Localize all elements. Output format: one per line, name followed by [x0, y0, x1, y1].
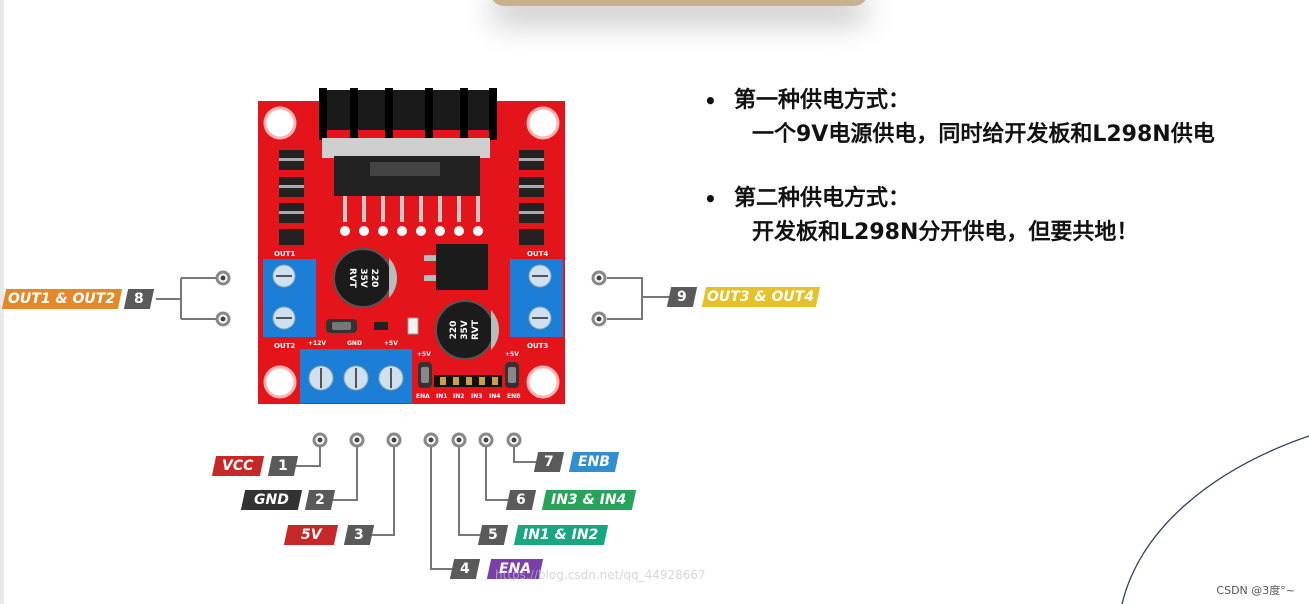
cap-right-text-3: RVT [471, 319, 481, 340]
power-notes: • 第一种供电方式： 一个9V电源供电，同时给开发板和L298N供电 • 第二种… [700, 84, 1305, 250]
bullet-1-heading: 第一种供电方式： [734, 88, 911, 113]
callout-label-enb: ENB [568, 452, 620, 472]
callout-num-9: 9 [666, 287, 698, 307]
silk-pin-in4: IN4 [489, 393, 500, 400]
silk-out1: OUT1 [274, 250, 295, 258]
silk-5v-right: +5V [505, 351, 519, 358]
bullet-dot: • [704, 89, 717, 113]
mounting-hole [526, 106, 560, 140]
silk-pin-enb: ENB [507, 393, 521, 400]
callout-label-5v: 5V [283, 525, 339, 545]
mounting-hole [526, 365, 560, 399]
bullet-2-detail: 开发板和L298N分开供电，但要共地！ [752, 220, 1139, 245]
callout-num-7: 7 [533, 452, 565, 472]
callout-num-8: 8 [123, 289, 155, 309]
cap-left-text-2: 35V [358, 268, 368, 288]
callout-label-out1-out2: OUT1 & OUT2 [1, 289, 123, 309]
silk-gnd: GND [347, 340, 362, 347]
mounting-hole [263, 365, 297, 399]
voltage-regulator [436, 244, 488, 290]
callout-label-vcc: VCC [211, 456, 265, 476]
top-decor-bar [490, 0, 868, 6]
bullet-1: • 第一种供电方式： [700, 84, 1305, 118]
silk-pin-in3: IN3 [471, 393, 482, 400]
bullet-dot: • [704, 187, 717, 211]
silk-pin-in2: IN2 [453, 393, 464, 400]
heatsink-base [322, 138, 490, 158]
callout-num-1: 1 [267, 456, 299, 476]
silk-out4: OUT4 [527, 250, 548, 258]
cap-right-text-1: 220 [449, 321, 459, 340]
callout-label-gnd: GND [240, 490, 303, 510]
bullet-2: • 第二种供电方式： [700, 182, 1305, 216]
callout-num-2: 2 [304, 490, 336, 510]
silk-pin-ena: ENA [416, 393, 430, 400]
cap-right-text-2: 35V [460, 320, 470, 340]
leader-lines [156, 277, 670, 570]
cap-left-text-1: 220 [369, 269, 379, 288]
callout-label-in3-in4: IN3 & IN4 [541, 490, 637, 510]
url-watermark: https://blog.csdn.net/qq_44928667 [495, 568, 706, 582]
csdn-credit: CSDN @3度°~ [1216, 584, 1295, 597]
bullet-1-detail: 一个9V电源供电，同时给开发板和L298N供电 [752, 122, 1215, 147]
silk-12v: +12V [308, 340, 326, 347]
callout-num-4: 4 [449, 559, 481, 579]
callout-num-6: 6 [505, 490, 537, 510]
silk-out2: OUT2 [274, 342, 295, 350]
callout-num-5: 5 [477, 525, 509, 545]
silk-5v: +5V [384, 340, 398, 347]
silk-5v-left: +5V [417, 351, 431, 358]
cap-left-text-3: RVT [347, 268, 357, 289]
left-edge-border [0, 0, 4, 604]
silk-out3: OUT3 [527, 342, 548, 350]
bullet-2-heading: 第二种供电方式： [734, 186, 911, 211]
silk-pin-in1: IN1 [436, 393, 447, 400]
callout-label-in1-in2: IN1 & IN2 [513, 525, 609, 545]
mounting-hole [263, 106, 297, 140]
callout-num-3: 3 [343, 525, 375, 545]
callout-label-out3-out4: OUT3 & OUT4 [701, 287, 821, 307]
